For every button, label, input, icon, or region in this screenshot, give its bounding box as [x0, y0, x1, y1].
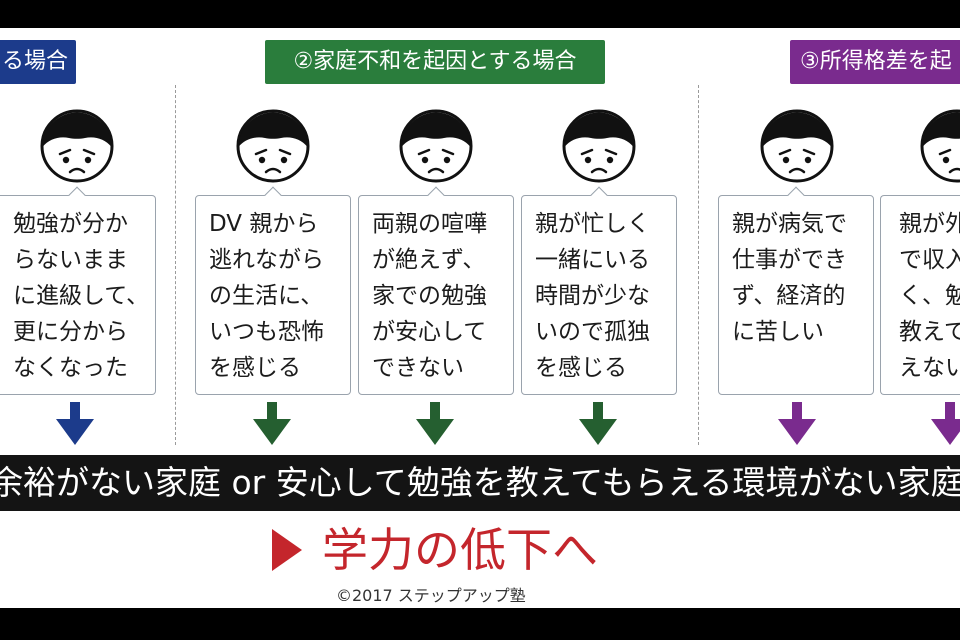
card-text-line: らないまま — [13, 247, 128, 273]
situation-card-income: 親が外 で収入 く、勉 教えて えない — [880, 195, 960, 395]
card-text-line: 両親の喧嘩 — [372, 211, 487, 237]
card-text-line: 逃れながら — [209, 247, 324, 273]
card-text-line: 更に分から — [13, 319, 128, 345]
card-text-line: の生活に、 — [209, 283, 324, 309]
card-text-line: 時間が少な — [535, 283, 650, 309]
card-text-line: えない — [899, 355, 960, 381]
card-text-line: で収入 — [899, 247, 960, 273]
right-triangle-icon — [272, 529, 302, 571]
card-text-line: 親が忙しく — [535, 211, 650, 237]
down-arrow-icon — [416, 402, 454, 445]
card-text-line: できない — [372, 355, 464, 381]
worried-face-icon — [236, 109, 310, 183]
card-text-line: 家での勉強 — [372, 283, 487, 309]
down-arrow-icon — [253, 402, 291, 445]
worried-face-icon — [399, 109, 473, 183]
card-text-line: を感じる — [209, 355, 301, 381]
result-text: 学力の低下へ — [322, 523, 598, 577]
summary-banner: 余裕がない家庭 or 安心して勉強を教えてもらえる環境がない家庭 — [0, 455, 960, 511]
card-text-line: 親が病気で — [732, 211, 847, 237]
copyright-notice: ©2017 ステップアップ塾 — [336, 586, 526, 605]
worried-face-icon — [760, 109, 834, 183]
down-arrow-icon — [579, 402, 617, 445]
worried-face-icon — [920, 109, 960, 183]
card-text-line: 一緒にいる — [535, 247, 650, 273]
card-text-line: が安心して — [372, 319, 487, 345]
section-divider — [175, 85, 176, 445]
card-text-line: が絶えず、 — [372, 247, 486, 273]
card-text-line: 教えて — [899, 319, 960, 345]
category-header-income-gap: ③所得格差を起 — [790, 40, 960, 84]
down-arrow-icon — [778, 402, 816, 445]
card-text-line: いので孤独 — [535, 319, 650, 345]
card-text-line: 仕事ができ — [732, 247, 847, 273]
situation-card-parent-quarrel: 両親の喧嘩 が絶えず、 家での勉強 が安心して できない — [358, 195, 514, 395]
card-text-line: なくなった — [13, 355, 128, 381]
situation-card-parent-illness: 親が病気で 仕事ができ ず、経済的 に苦しい — [718, 195, 874, 395]
worried-face-icon — [40, 109, 114, 183]
situation-card-study-gap: 勉強が分か らないまま に進級して、 更に分から なくなった — [0, 195, 156, 395]
category-header-1: る場合 — [0, 40, 76, 84]
category-header-family-conflict: ②家庭不和を起因とする場合 — [265, 40, 605, 84]
card-text-line: く、勉 — [899, 283, 960, 309]
card-text-line: に苦しい — [732, 319, 824, 345]
worried-face-icon — [562, 109, 636, 183]
card-text-line: ず、経済的 — [732, 283, 846, 309]
card-text-line: いつも恐怖 — [209, 319, 324, 345]
down-arrow-icon — [931, 402, 960, 445]
card-text-line: 親が外 — [899, 211, 960, 237]
card-text-line: を感じる — [535, 355, 627, 381]
section-divider — [698, 85, 699, 445]
card-text-line: に進級して、 — [13, 283, 150, 309]
situation-card-dv: DV 親から 逃れながら の生活に、 いつも恐怖 を感じる — [195, 195, 351, 395]
down-arrow-icon — [56, 402, 94, 445]
card-text-line: DV 親から — [209, 211, 319, 237]
top-letterbox — [0, 0, 960, 28]
situation-card-busy-parents: 親が忙しく 一緒にいる 時間が少な いので孤独 を感じる — [521, 195, 677, 395]
bottom-letterbox — [0, 608, 960, 640]
card-text-line: 勉強が分か — [13, 211, 128, 237]
